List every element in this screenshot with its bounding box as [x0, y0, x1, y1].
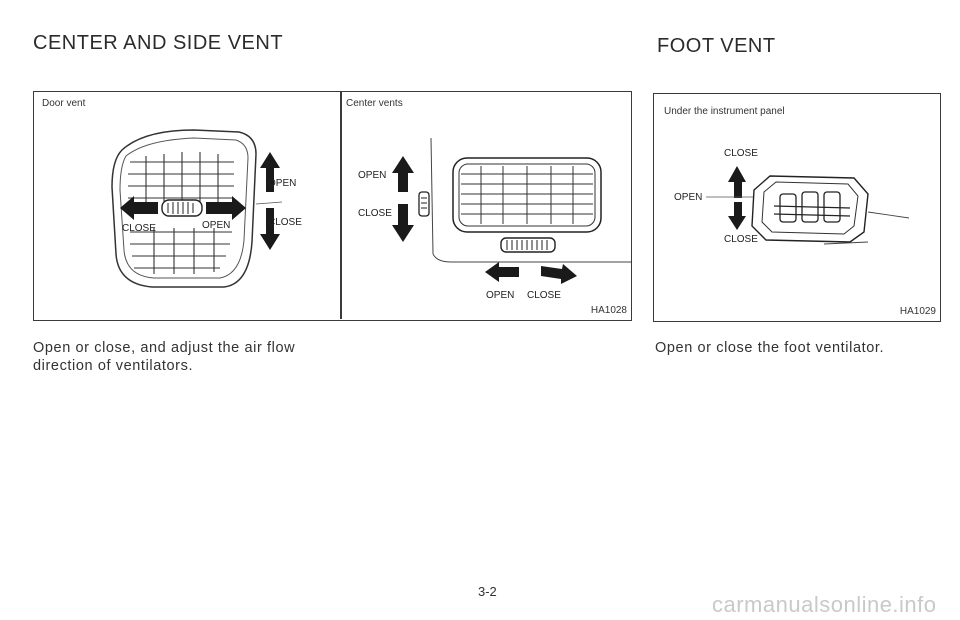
center-side-vent-heading: CENTER AND SIDE VENT [33, 32, 284, 54]
foot-vent-close-top-label: CLOSE [724, 148, 758, 159]
door-vent-open-label: OPEN [268, 178, 296, 189]
foot-vent-figure-box: Under the instrument panel CLOSE OPEN CL… [653, 93, 941, 322]
watermark: carmanualsonline.info [712, 592, 937, 617]
page-number: 3-2 [478, 584, 497, 599]
figure-code-ha1028: HA1028 [590, 305, 627, 316]
foot-vent-open-label: OPEN [674, 192, 702, 203]
figure-code-ha1029: HA1029 [899, 306, 936, 317]
center-side-body-line1: Open or close, and adjust the air flow [33, 340, 296, 356]
center-vents-illustration: OPEN CLOSE OPEN CLOSE [358, 137, 631, 301]
center-side-vent-figure-box: Door vent Center vents [33, 91, 632, 321]
center-close-bottom-label: CLOSE [527, 290, 561, 301]
door-vent-open-center-label: OPEN [202, 220, 230, 231]
door-vent-illustration: OPEN CLOSE CLOSE OPEN [111, 129, 302, 288]
foot-vent-close-bottom-label: CLOSE [724, 234, 758, 245]
center-vents-caption: Center vents [346, 98, 403, 109]
foot-vent-caption: Under the instrument panel [664, 106, 785, 117]
door-vent-close-label: CLOSE [268, 217, 302, 228]
center-close-label: CLOSE [358, 208, 392, 219]
foot-vent-illustration: CLOSE OPEN CLOSE [674, 148, 910, 245]
foot-vent-body: Open or close the foot ventilator. [655, 340, 885, 356]
door-vent-caption: Door vent [42, 98, 86, 109]
foot-vent-heading: FOOT VENT [657, 35, 776, 57]
door-vent-close-left-label: CLOSE [122, 223, 156, 234]
center-open-label: OPEN [358, 170, 386, 181]
figure-divider [340, 92, 342, 319]
center-side-body-line2: direction of ventilators. [33, 358, 194, 374]
center-open-bottom-label: OPEN [486, 290, 514, 301]
